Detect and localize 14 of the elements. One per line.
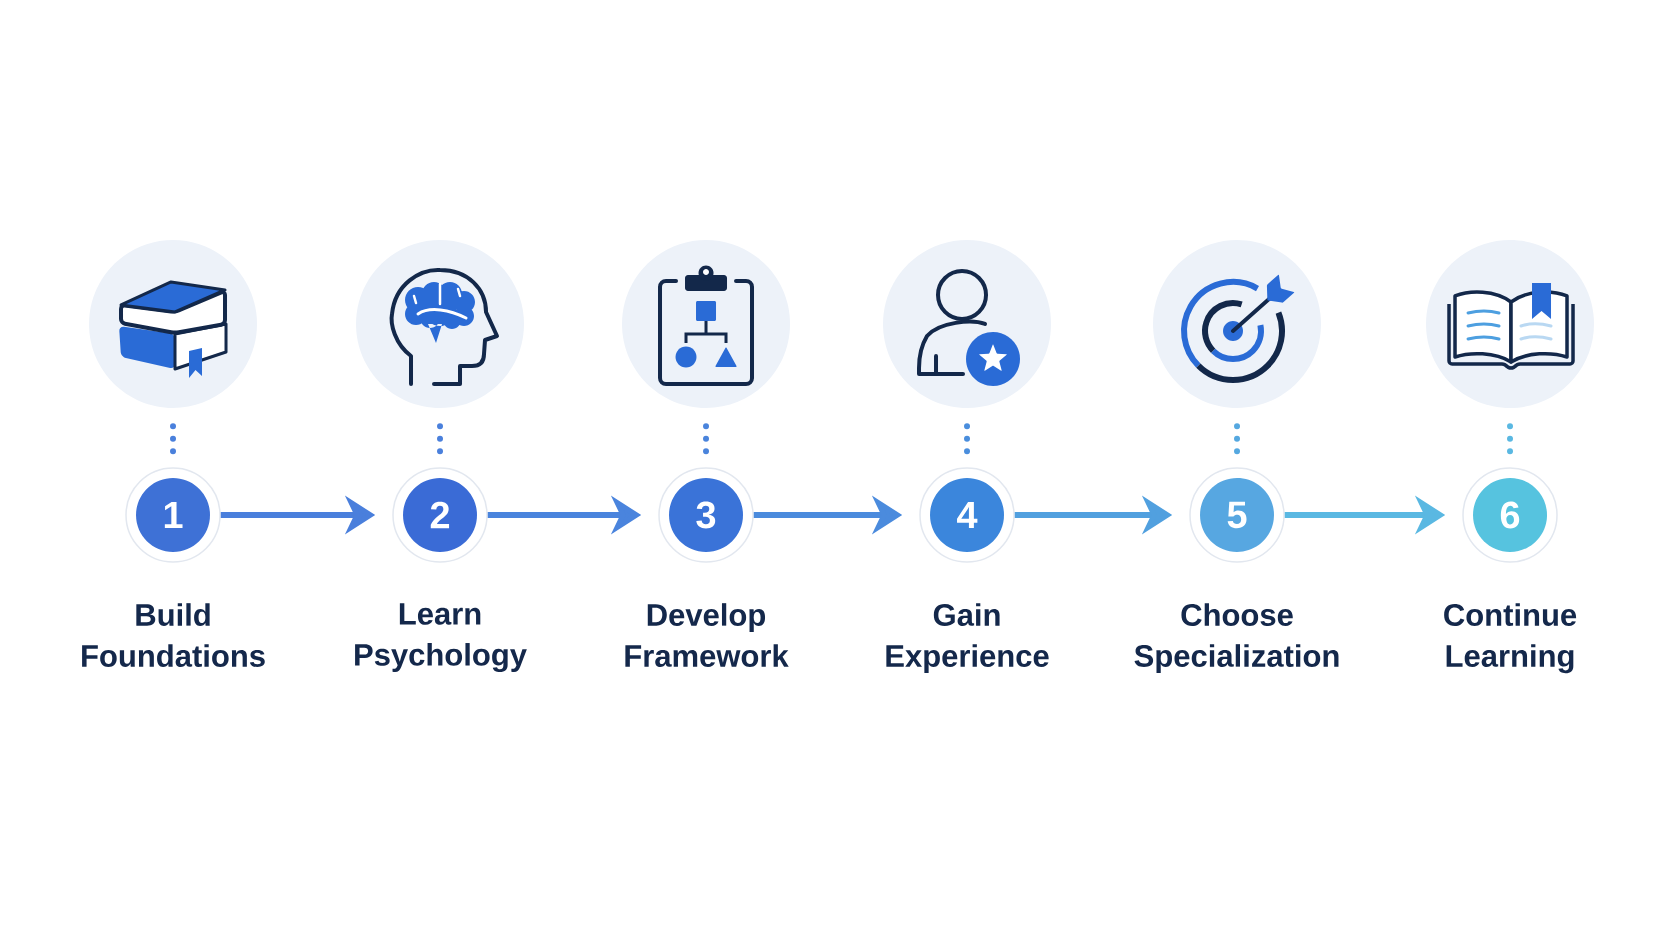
step-label: Choose Specialization	[1134, 603, 1339, 674]
step-label: Gain Experience	[886, 603, 1049, 674]
dotted-line	[170, 423, 176, 455]
step-label: Develop Framework	[625, 603, 789, 667]
step-label: Build Foundations	[82, 603, 265, 667]
dotted-line	[703, 423, 709, 455]
dotted-line	[1507, 423, 1513, 455]
icon-circle	[1153, 240, 1321, 408]
dotted-line	[437, 423, 443, 455]
icon-circle	[622, 240, 790, 408]
step-label: Learn Psychology	[355, 603, 527, 673]
step-label: Continue Learning	[1444, 603, 1577, 674]
dotted-line	[964, 423, 970, 455]
dotted-line	[1234, 423, 1240, 455]
